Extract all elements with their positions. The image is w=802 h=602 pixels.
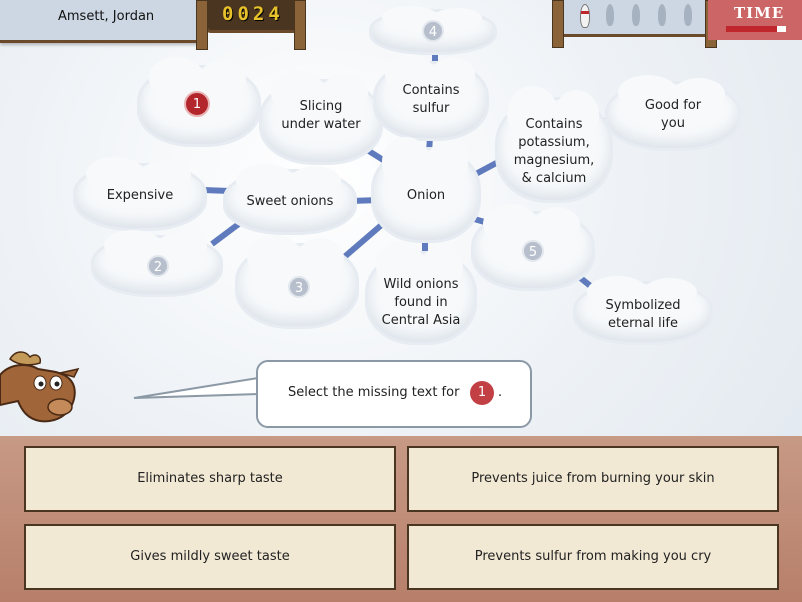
prompt-end: . [498,385,503,400]
timer-label: TIME [734,4,785,22]
speech-tail [133,376,262,399]
score-value: 0024 [222,3,284,25]
cloud-good-for-you: Good for you [608,75,738,148]
cloud-label: Expensive [106,188,174,203]
cloud-sweet-onions: Sweet onions [226,163,354,232]
timer: TIME [708,0,802,40]
cloud-label: Good for you [644,98,702,131]
player-name: Amsett, Jordan [58,9,155,24]
blank-number-badge: 5 [522,240,544,262]
connector [470,158,502,179]
timer-bar [726,26,786,32]
pin-icon [606,4,614,26]
cloud-expensive: Expensive [76,157,204,228]
pin-icon [580,4,590,28]
cloud-label: Slicing under water [281,99,361,132]
cloud-onion-center: Onion [374,137,478,240]
fence-post [294,0,306,50]
cloud-label: Sweet onions [246,194,334,209]
answer-button-4[interactable]: Prevents sulfur from making you cry [407,524,779,590]
cloud-label: Wild onions found in Central Asia [381,277,461,328]
blank-number-badge: 1 [184,91,210,117]
blank-cloud-2[interactable]: 2 [94,230,220,294]
blank-cloud-5[interactable]: 5 [474,203,592,288]
answer-area: Eliminates sharp taste Prevents juice fr… [0,436,802,602]
blank-cloud-4[interactable]: 4 [372,6,494,52]
cloud-symbolized-eternal-life: Symbolized eternal life [576,275,710,342]
cloud-label: Contains sulfur [402,83,460,116]
cloud-slicing-under-water: Slicing under water [262,70,380,162]
player-bar: Amsett, Jordan [0,0,205,43]
blank-cloud-1[interactable]: 1 [140,57,258,144]
blank-cloud-3[interactable]: 3 [238,234,356,326]
cloud-contains-minerals: Contains potassium, magnesium, & calcium [498,86,610,200]
cloud-label: Symbolized eternal life [605,298,681,331]
pin-icon [658,4,666,26]
answer-button-1[interactable]: Eliminates sharp taste [24,446,396,512]
answer-button-2[interactable]: Prevents juice from burning your skin [407,446,779,512]
camel-character [0,351,80,423]
blank-number-badge: 4 [422,20,444,42]
blank-number-badge: 3 [288,276,310,298]
lives-pins [560,0,708,37]
answer-button-3[interactable]: Gives mildly sweet taste [24,524,396,590]
connector [202,187,231,194]
prompt-text: Select the missing text for [288,385,460,400]
cloud-label: Contains potassium, magnesium, & calcium [513,117,595,186]
prompt-number-badge: 1 [470,381,494,405]
speech-bubble: Select the missing text for 1 . [256,360,532,428]
connector [340,219,387,262]
fence-post [552,0,564,48]
cloud-wild-onions: Wild onions found in Central Asia [368,241,474,342]
pin-icon [632,4,640,26]
fence-post [196,0,208,50]
pin-icon [684,4,692,26]
cloud-contains-sulfur: Contains sulfur [376,53,486,138]
cloud-label: Onion [406,188,446,203]
score-display: 0024 [205,0,303,33]
connector [210,220,242,247]
timer-fill [726,26,777,32]
blank-number-badge: 2 [147,255,169,277]
